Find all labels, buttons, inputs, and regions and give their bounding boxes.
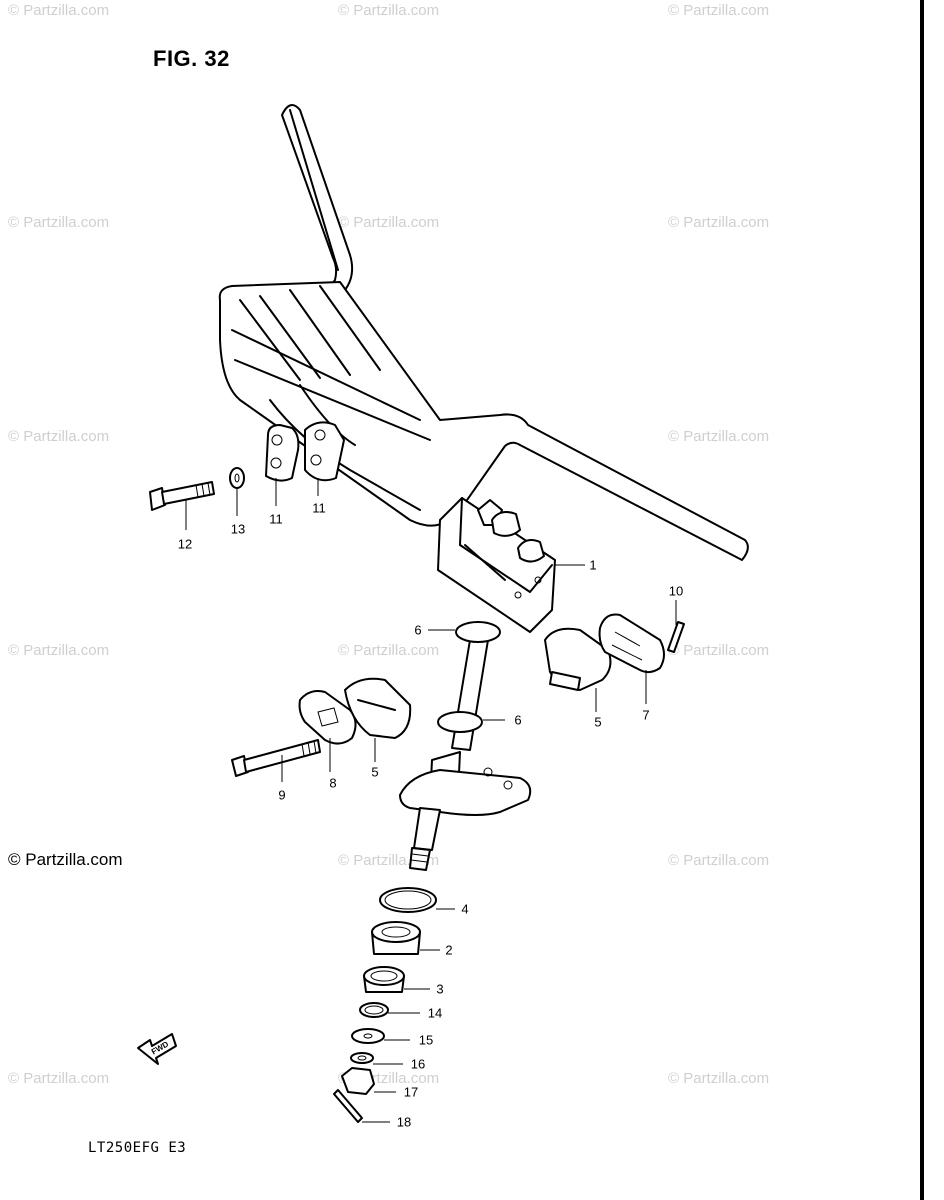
shaft-holder-plate-8 [298, 690, 357, 745]
shaft-holder-5-left [344, 677, 412, 739]
washer-16 [350, 1052, 374, 1064]
lock-plate-7 [598, 613, 665, 674]
watermark: © Partzilla.com [8, 642, 110, 659]
watermark: © Partzilla.com [668, 2, 770, 19]
part-label-2: 2 [445, 942, 453, 958]
watermark: © Partzilla.com [8, 428, 110, 445]
part-label-18: 18 [396, 1114, 412, 1130]
forward-arrow-icon [137, 1033, 177, 1065]
part-label-14: 14 [427, 1005, 443, 1021]
bearing-3 [363, 966, 405, 993]
steering-shaft [399, 621, 532, 871]
handlebar-holder-upper [265, 424, 300, 482]
figure-title: FIG. 32 [153, 46, 230, 71]
watermark: © Partzilla.com [668, 852, 770, 869]
part-label-8: 8 [329, 775, 337, 791]
watermark: © Partzilla.com [8, 2, 110, 19]
leader-lines [185, 478, 677, 1123]
part-label-9: 9 [278, 787, 286, 803]
part-label-4: 4 [461, 901, 469, 917]
part-label-6: 6 [514, 712, 522, 728]
watermark: © Partzilla.com [8, 214, 110, 231]
bolt-9 [231, 739, 321, 777]
part-label-7: 7 [642, 707, 650, 723]
watermark: © Partzilla.com [338, 2, 440, 19]
copyright-text: © Partzilla.com [8, 850, 123, 869]
part-label-5: 5 [594, 714, 602, 730]
washer-13 [229, 467, 245, 489]
part-label-15: 15 [418, 1032, 434, 1048]
dust-seal-4 [379, 887, 437, 913]
part-label-3: 3 [436, 981, 444, 997]
handlebar [218, 104, 749, 561]
part-label-6: 6 [414, 622, 422, 638]
bearing-2 [371, 921, 421, 955]
page-edge-border [920, 0, 924, 1200]
watermark: © Partzilla.com [668, 642, 770, 659]
cotter-pin-10 [667, 621, 685, 653]
part-label-1: 1 [589, 557, 597, 573]
cotter-pin-18 [333, 1089, 363, 1123]
watermark: © Partzilla.com [8, 1070, 110, 1087]
part-label-11: 11 [269, 511, 283, 527]
part-label-11: 11 [312, 500, 326, 516]
part-label-16: 16 [410, 1056, 426, 1072]
watermark: © Partzilla.com [668, 1070, 770, 1087]
part-label-13: 13 [230, 521, 246, 537]
part-label-5: 5 [371, 764, 379, 780]
steering-shaft-holder [437, 497, 556, 633]
watermark: © Partzilla.com [668, 214, 770, 231]
shaft-holder-5-right [544, 627, 612, 691]
bolt-12 [149, 481, 215, 511]
part-label-17: 17 [403, 1084, 419, 1100]
part-label-10: 10 [668, 583, 684, 599]
nut-17 [341, 1067, 375, 1095]
washer-15 [351, 1028, 385, 1044]
model-code: LT250EFG E3 [88, 1140, 187, 1156]
watermark: © Partzilla.com [338, 642, 440, 659]
watermark: © Partzilla.com [668, 428, 770, 445]
handlebar-holder-lower [304, 421, 345, 482]
washer-14 [359, 1002, 389, 1018]
part-label-12: 12 [177, 536, 193, 552]
watermark: © Partzilla.com [338, 214, 440, 231]
